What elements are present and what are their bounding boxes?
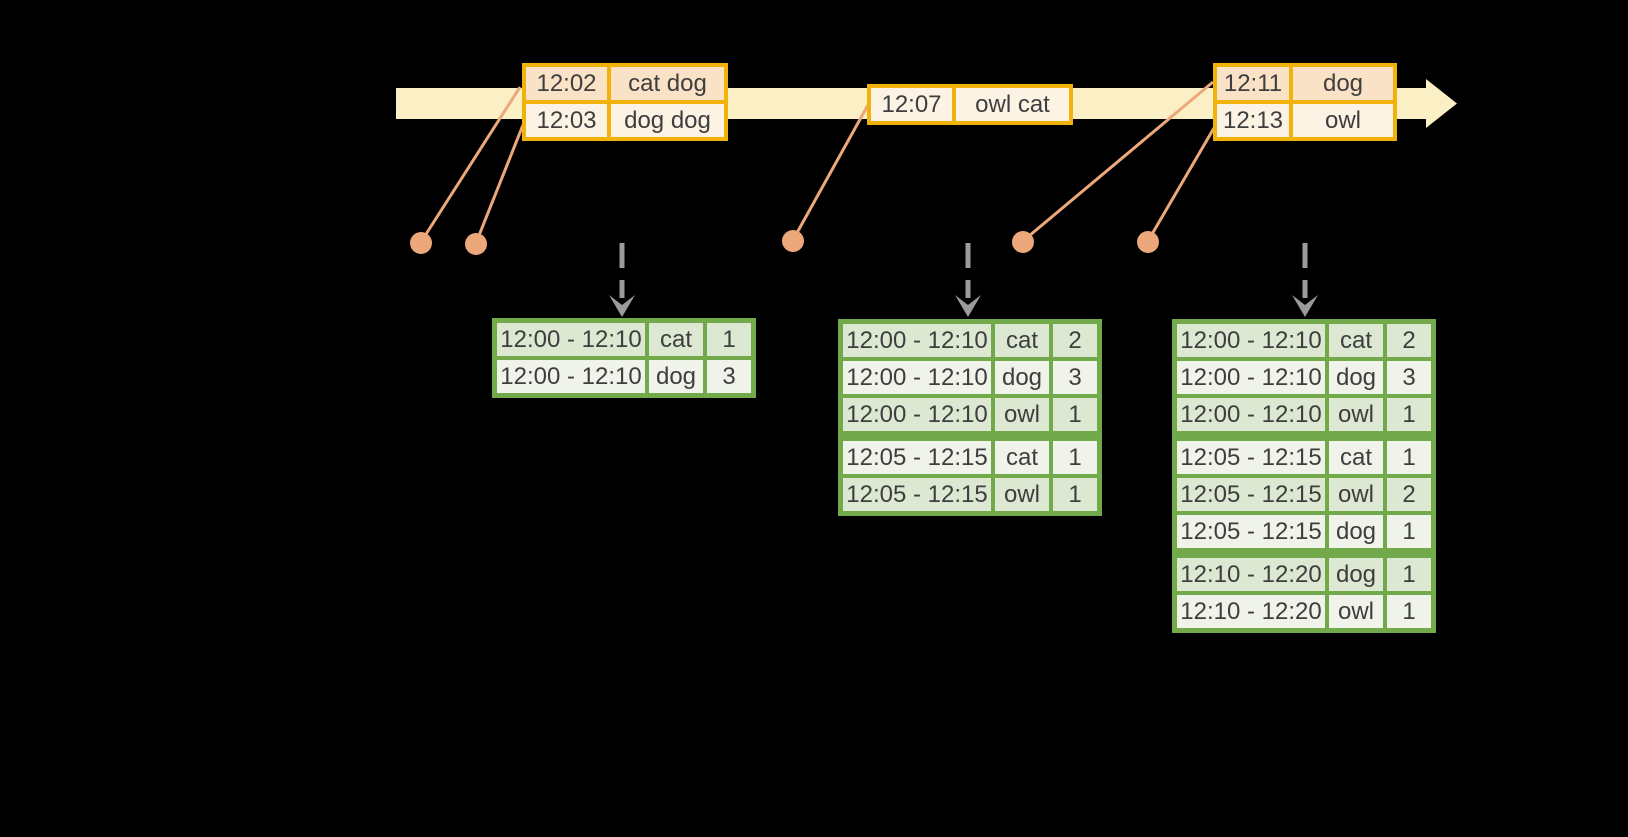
trigger-arrow-icon <box>609 243 635 317</box>
count-cell: 1 <box>1049 474 1102 516</box>
table-row: 12:00 - 12:10 dog 3 <box>1172 357 1436 398</box>
table-row: 12:05 - 12:15 dog 1 <box>1172 511 1436 558</box>
window-cell: 12:05 - 12:15 <box>1172 511 1329 558</box>
count-cell: 1 <box>1049 394 1102 441</box>
event-words-cell: owl <box>1289 100 1397 141</box>
table-row: 12:05 - 12:15 cat 1 <box>1172 434 1436 478</box>
event-dot <box>1137 231 1159 253</box>
window-cell: 12:10 - 12:20 <box>1172 591 1329 633</box>
connector-line <box>1022 80 1214 243</box>
word-cell: cat <box>1325 434 1387 478</box>
count-cell: 1 <box>1383 591 1436 633</box>
event-words-cell: owl cat <box>952 84 1073 125</box>
word-cell: owl <box>1325 474 1387 515</box>
word-cell: owl <box>1325 591 1387 633</box>
word-cell: cat <box>1325 319 1387 361</box>
count-cell: 1 <box>1383 434 1436 478</box>
window-cell: 12:05 - 12:15 <box>1172 474 1329 515</box>
event-box-1: 12:02 cat dog 12:03 dog dog <box>522 63 728 141</box>
connector-line <box>474 124 525 244</box>
word-cell: cat <box>991 319 1053 361</box>
table-row: 12:00 - 12:10 cat 2 <box>1172 319 1436 361</box>
window-cell: 12:00 - 12:10 <box>838 319 995 361</box>
event-row: 12:03 dog dog <box>522 100 728 141</box>
connector-line <box>419 86 522 243</box>
window-cell: 12:05 - 12:15 <box>838 434 995 478</box>
count-cell: 1 <box>1383 511 1436 558</box>
count-cell: 2 <box>1383 319 1436 361</box>
event-row: 12:13 owl <box>1213 100 1397 141</box>
event-row: 12:11 dog <box>1213 63 1397 104</box>
connector-line <box>791 104 870 241</box>
word-cell: dog <box>1325 357 1387 398</box>
event-time-cell: 12:11 <box>1213 63 1293 104</box>
event-words-cell: cat dog <box>607 63 728 104</box>
word-cell: cat <box>645 318 707 360</box>
event-box-3: 12:11 dog 12:13 owl <box>1213 63 1397 141</box>
table-row: 12:00 - 12:10 dog 3 <box>492 356 756 398</box>
window-cell: 12:10 - 12:20 <box>1172 551 1329 595</box>
word-cell: dog <box>1325 511 1387 558</box>
window-cell: 12:05 - 12:15 <box>1172 434 1329 478</box>
event-time-cell: 12:02 <box>522 63 611 104</box>
event-words-cell: dog dog <box>607 100 728 141</box>
word-cell: cat <box>991 434 1053 478</box>
trigger-arrow-icon <box>955 243 981 317</box>
count-cell: 1 <box>1383 551 1436 595</box>
count-cell: 1 <box>1383 394 1436 441</box>
event-time-cell: 12:07 <box>867 84 956 125</box>
window-cell: 12:05 - 12:15 <box>838 474 995 516</box>
count-cell: 3 <box>703 356 756 398</box>
window-cell: 12:00 - 12:10 <box>838 357 995 398</box>
result-table-2: 12:00 - 12:10 cat 2 12:00 - 12:10 dog 3 … <box>838 319 1102 516</box>
trigger-arrow-icon <box>1292 243 1318 317</box>
window-cell: 12:00 - 12:10 <box>838 394 995 441</box>
result-table-1: 12:00 - 12:10 cat 1 12:00 - 12:10 dog 3 <box>492 318 756 398</box>
table-row: 12:05 - 12:15 owl 1 <box>838 474 1102 516</box>
count-cell: 3 <box>1049 357 1102 398</box>
event-dot <box>782 230 804 252</box>
event-time-cell: 12:13 <box>1213 100 1293 141</box>
window-cell: 12:00 - 12:10 <box>492 356 649 398</box>
event-box-2: 12:07 owl cat <box>867 84 1073 125</box>
word-cell: owl <box>991 474 1053 516</box>
connector-line <box>1146 127 1216 242</box>
event-row: 12:02 cat dog <box>522 63 728 104</box>
event-dot <box>1012 231 1034 253</box>
word-cell: owl <box>991 394 1053 441</box>
count-cell: 1 <box>1049 434 1102 478</box>
table-row: 12:00 - 12:10 owl 1 <box>838 394 1102 441</box>
event-dot <box>465 233 487 255</box>
table-row: 12:00 - 12:10 dog 3 <box>838 357 1102 398</box>
event-dot <box>410 232 432 254</box>
table-row: 12:00 - 12:10 owl 1 <box>1172 394 1436 441</box>
event-row: 12:07 owl cat <box>867 84 1073 125</box>
window-cell: 12:00 - 12:10 <box>1172 319 1329 361</box>
window-cell: 12:00 - 12:10 <box>1172 394 1329 441</box>
result-table-3: 12:00 - 12:10 cat 2 12:00 - 12:10 dog 3 … <box>1172 319 1436 633</box>
table-row: 12:05 - 12:15 cat 1 <box>838 434 1102 478</box>
event-time-cell: 12:03 <box>522 100 611 141</box>
table-row: 12:10 - 12:20 owl 1 <box>1172 591 1436 633</box>
word-cell: owl <box>1325 394 1387 441</box>
count-cell: 2 <box>1383 474 1436 515</box>
count-cell: 2 <box>1049 319 1102 361</box>
count-cell: 1 <box>703 318 756 360</box>
word-cell: dog <box>645 356 707 398</box>
window-cell: 12:00 - 12:10 <box>1172 357 1329 398</box>
word-cell: dog <box>991 357 1053 398</box>
event-words-cell: dog <box>1289 63 1397 104</box>
table-row: 12:00 - 12:10 cat 1 <box>492 318 756 360</box>
table-row: 12:10 - 12:20 dog 1 <box>1172 551 1436 595</box>
table-row: 12:05 - 12:15 owl 2 <box>1172 474 1436 515</box>
timeline-arrowhead-icon <box>1426 79 1457 128</box>
count-cell: 3 <box>1383 357 1436 398</box>
word-cell: dog <box>1325 551 1387 595</box>
table-row: 12:00 - 12:10 cat 2 <box>838 319 1102 361</box>
window-cell: 12:00 - 12:10 <box>492 318 649 360</box>
